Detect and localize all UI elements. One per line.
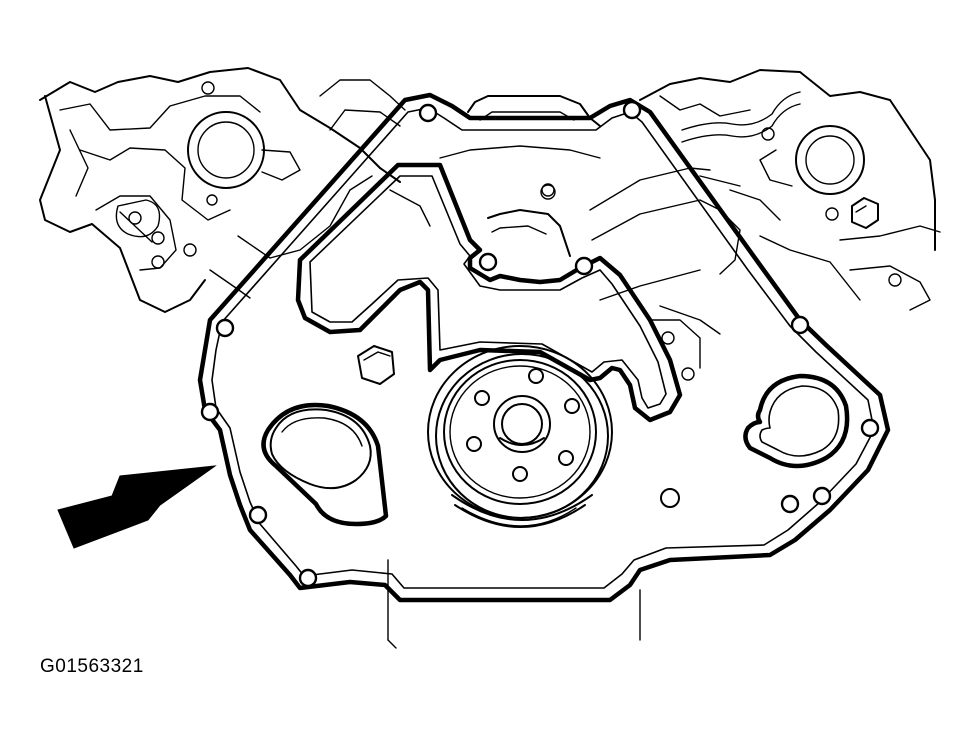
left-cylinder-head: [39, 67, 406, 313]
left-oval-opening: [261, 402, 389, 527]
arrow-icon: [57, 465, 217, 549]
crankshaft-flange: [427, 345, 613, 528]
gasket-bolt-holes: [200, 100, 880, 588]
right-cylinder-head: [639, 69, 941, 311]
rear-cover-gasket: [197, 92, 891, 603]
gasket-center-opening: [295, 162, 683, 423]
figure-id-label: G01563321: [40, 656, 144, 677]
right-round-opening: [743, 373, 850, 469]
block-plug: [357, 183, 680, 508]
engine-block: [387, 95, 741, 649]
